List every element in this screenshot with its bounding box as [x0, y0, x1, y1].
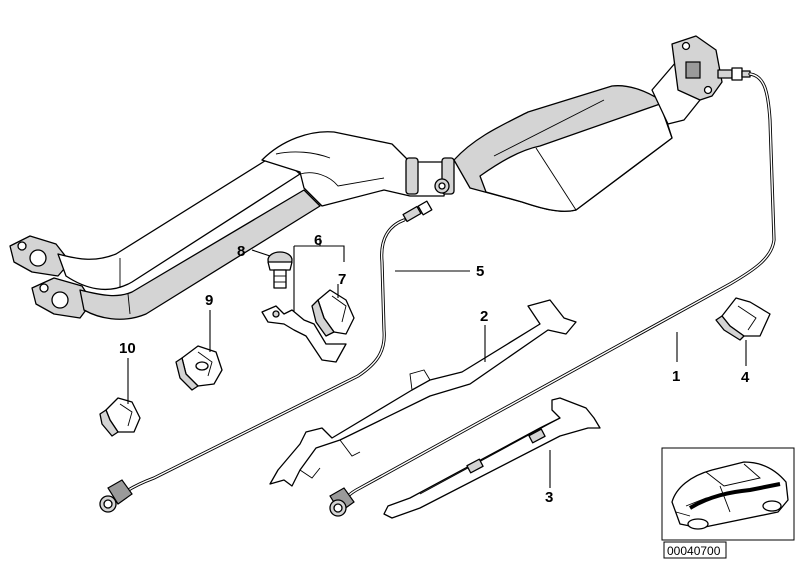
part-3-cable-holder — [383, 397, 601, 519]
callout-5: 5 — [476, 263, 484, 280]
vehicle-location-inset — [661, 447, 795, 541]
callout-9: 9 — [205, 292, 213, 309]
callout-labels: 1 2 3 4 5 6 7 8 9 10 — [119, 232, 750, 506]
reference-number-box: 00040700 — [663, 541, 727, 559]
mid-pipe-junction — [261, 131, 449, 207]
front-pipe-upper — [57, 153, 301, 290]
callout-7: 7 — [338, 271, 346, 288]
part-4-clip — [715, 297, 771, 341]
part-6-bracket — [261, 305, 347, 363]
exhaust-pipe-assembly — [9, 35, 723, 320]
part-2-holder-bracket — [269, 299, 577, 487]
callout-3: 3 — [545, 489, 553, 506]
part-10-cable-clip — [99, 397, 141, 437]
leader-lines — [127, 238, 747, 488]
part-8-screw — [267, 251, 293, 289]
part-7-clamp — [311, 289, 355, 337]
part-5-front-oxygen-sensor — [99, 200, 433, 513]
callout-2: 2 — [480, 308, 488, 325]
part-9-cable-clip — [175, 345, 223, 391]
callout-4: 4 — [741, 369, 750, 386]
inset-exhaust-highlight — [688, 482, 781, 510]
part-1-rear-oxygen-sensor — [329, 67, 776, 517]
callout-1: 1 — [672, 368, 680, 385]
front-pipe-lower — [79, 189, 321, 320]
reference-number: 00040700 — [667, 544, 721, 558]
callout-6: 6 — [314, 232, 322, 249]
callout-8: 8 — [237, 243, 245, 260]
callout-10: 10 — [119, 340, 136, 357]
